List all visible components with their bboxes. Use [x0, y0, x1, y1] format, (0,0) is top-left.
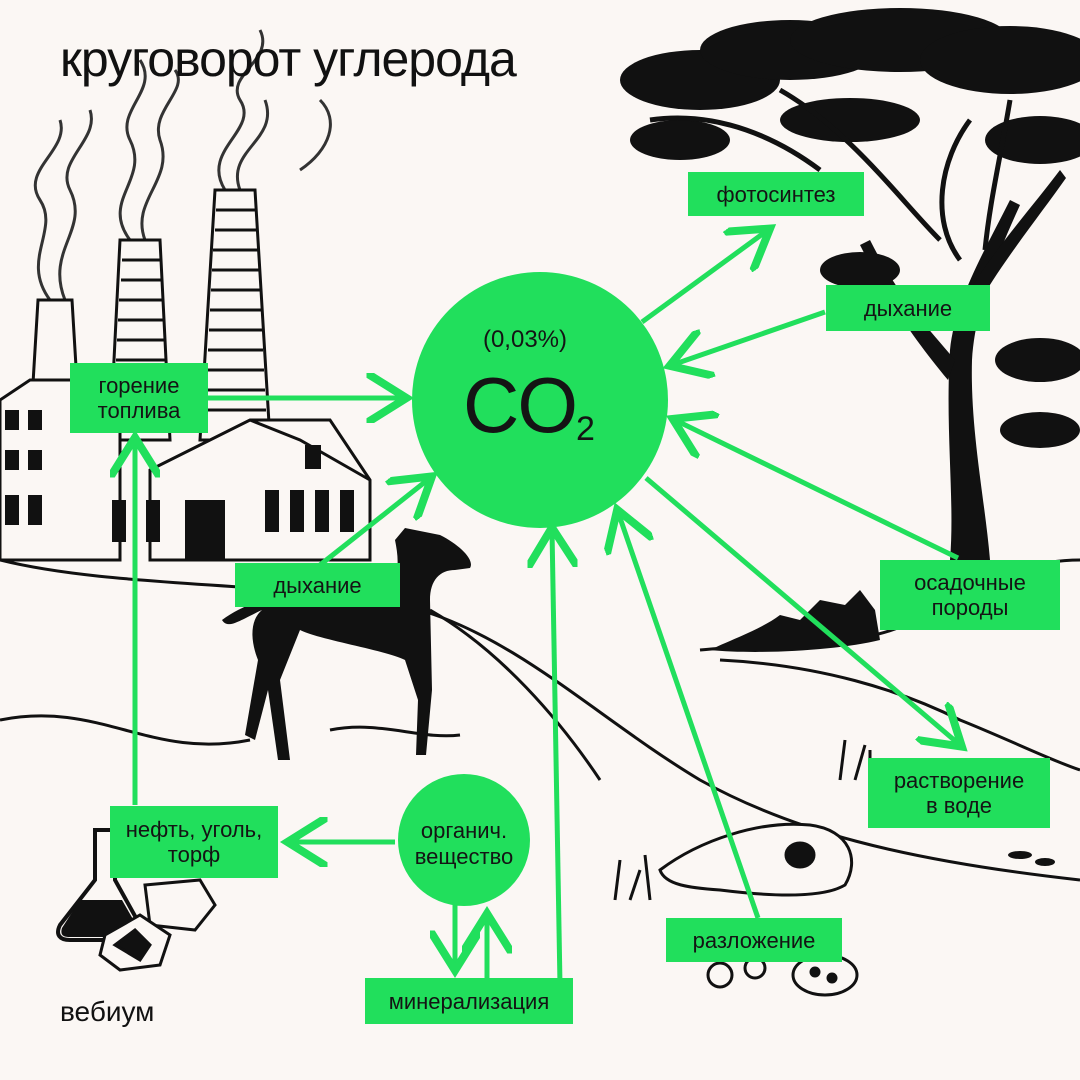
arrow-respiration-animal — [318, 478, 430, 567]
organic-matter-line1: органич. — [420, 818, 508, 843]
organic-matter-line2: вещество — [414, 844, 514, 869]
label-mineralization: минерализация — [365, 978, 573, 1024]
co2-formula: CO2 — [463, 360, 613, 474]
page-title: круговорот углерода — [60, 31, 517, 87]
arrow-mineralization-co2 — [552, 530, 560, 986]
label-photosynthesis-text: фотосинтез — [716, 181, 836, 207]
label-photosynthesis: фотосинтез — [688, 172, 864, 216]
co2-circle — [412, 272, 668, 528]
label-respiration-animal-text: дыхание — [273, 572, 362, 598]
label-fossil-line1: нефть, уголь, — [125, 817, 263, 842]
label-respiration-animal: дыхание — [235, 563, 400, 607]
smoke-icon — [33, 29, 332, 301]
label-combustion-line2: топлива — [97, 398, 181, 423]
fish-icon — [1008, 851, 1055, 866]
brand-logo-text: вебиум — [60, 996, 155, 1027]
co2-formula-text: CO — [463, 361, 578, 449]
organic-matter-label: органич. вещество — [396, 818, 532, 870]
label-sedimentary-line2: породы — [931, 595, 1009, 620]
co2-subscript: 2 — [576, 410, 595, 448]
island-icon — [710, 590, 880, 652]
label-combustion: горение топлива — [70, 363, 208, 433]
arrow-photosynthesis — [640, 230, 768, 325]
label-respiration-tree-text: дыхание — [863, 295, 953, 321]
label-fossil-line2: торф — [167, 842, 221, 867]
label-combustion-line1: горение — [98, 373, 180, 398]
label-respiration-tree: дыхание — [826, 285, 990, 331]
label-dissolution-line1: растворение — [893, 768, 1025, 793]
label-sedimentary-rocks: осадочные породы — [880, 560, 1060, 630]
organic-matter-circle — [398, 774, 530, 906]
llama-icon — [222, 528, 471, 760]
arrow-sedimentary — [675, 420, 960, 561]
label-decomposition-text: разложение — [692, 927, 816, 953]
coal-icon — [98, 878, 217, 972]
label-dissolution-line2: в воде — [925, 793, 993, 818]
label-decomposition: разложение — [666, 918, 842, 962]
skull-icon — [658, 822, 854, 897]
arrow-dissolution — [644, 476, 960, 745]
label-fossil-fuels: нефть, уголь, торф — [110, 806, 278, 878]
co2-percentage: (0,03%) — [482, 326, 568, 353]
arrow-decomposition — [618, 512, 761, 919]
label-dissolution: растворение в воде — [868, 758, 1050, 828]
label-mineralization-text: минерализация — [388, 988, 550, 1014]
label-sedimentary-line1: осадочные — [914, 570, 1026, 595]
arrow-respiration-tree — [672, 309, 826, 365]
